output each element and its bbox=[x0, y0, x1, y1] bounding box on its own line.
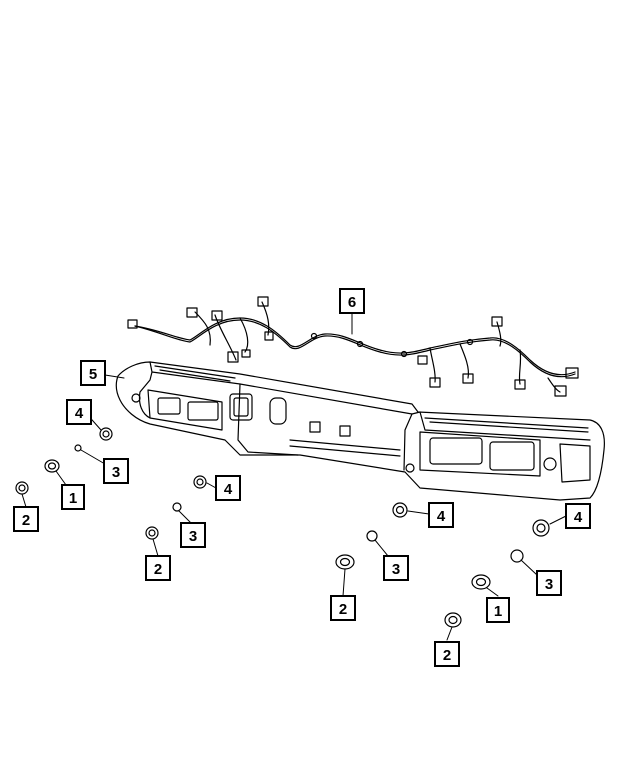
rear-bumper bbox=[115, 361, 605, 501]
callout-5: 5 bbox=[80, 360, 106, 386]
callout-3a-label: 3 bbox=[112, 464, 120, 481]
callout-1b: 1 bbox=[486, 597, 510, 623]
callout-2b: 2 bbox=[145, 555, 171, 581]
callout-4d: 4 bbox=[565, 503, 591, 529]
callout-4b: 4 bbox=[215, 475, 241, 501]
callout-3c: 3 bbox=[383, 555, 409, 581]
callout-3d: 3 bbox=[536, 570, 562, 596]
wiring-harness bbox=[127, 296, 579, 397]
callout-4a: 4 bbox=[66, 399, 92, 425]
callout-2d: 2 bbox=[434, 641, 460, 667]
callout-6-label: 6 bbox=[348, 294, 356, 311]
callout-3d-label: 3 bbox=[545, 576, 553, 593]
parking-sensor-1a bbox=[44, 459, 60, 473]
callout-2b-label: 2 bbox=[154, 561, 162, 578]
retainer-4a bbox=[99, 427, 113, 441]
leader-lines bbox=[21, 312, 567, 641]
callout-1a: 1 bbox=[61, 484, 85, 510]
callout-2c: 2 bbox=[330, 595, 356, 621]
callout-2a-label: 2 bbox=[22, 512, 30, 529]
callout-3b-label: 3 bbox=[189, 528, 197, 545]
callout-1b-label: 1 bbox=[494, 603, 502, 620]
callout-4a-label: 4 bbox=[75, 405, 84, 422]
callout-4d-label: 4 bbox=[574, 509, 583, 526]
callout-3c-label: 3 bbox=[392, 561, 400, 578]
callout-3b: 3 bbox=[180, 522, 206, 548]
callout-1a-label: 1 bbox=[69, 490, 77, 507]
parking-sensor-2b bbox=[145, 526, 159, 540]
callout-2c-label: 2 bbox=[339, 601, 347, 618]
parking-sensor-2d bbox=[444, 612, 462, 628]
callout-3a: 3 bbox=[103, 458, 129, 484]
callout-6: 6 bbox=[339, 288, 365, 314]
callout-4b-label: 4 bbox=[224, 481, 233, 498]
callout-2d-label: 2 bbox=[443, 647, 451, 664]
callout-2a: 2 bbox=[13, 506, 39, 532]
parking-sensor-1b bbox=[471, 574, 491, 590]
retainer-4d bbox=[532, 519, 550, 537]
callout-4c: 4 bbox=[428, 502, 454, 528]
seal-ring-3a bbox=[74, 444, 82, 452]
seal-ring-3c bbox=[366, 530, 378, 542]
seal-ring-3d bbox=[510, 549, 524, 563]
callout-5-label: 5 bbox=[89, 366, 97, 383]
callout-4c-label: 4 bbox=[437, 508, 446, 525]
seal-ring-3b bbox=[172, 502, 182, 512]
retainer-4b bbox=[193, 475, 207, 489]
retainer-4c bbox=[392, 502, 408, 518]
